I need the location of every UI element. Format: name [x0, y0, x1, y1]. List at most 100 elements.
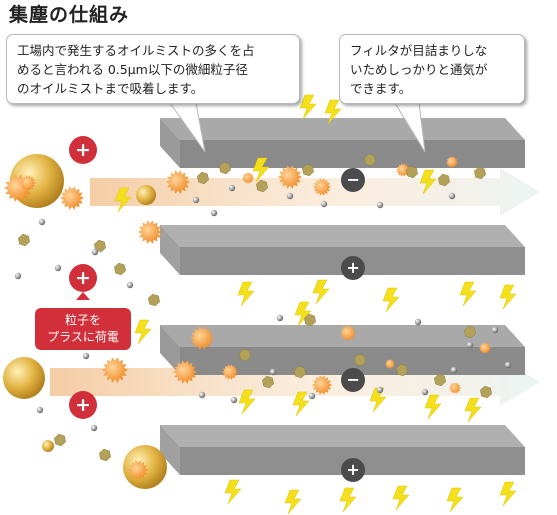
oil-mist-particle-icon	[414, 318, 422, 326]
callout-line: いためしっかりと通気が	[350, 62, 488, 77]
callout-line: できます。	[350, 81, 412, 96]
oil-mist-particle-icon	[304, 313, 316, 327]
plus-charge-icon: +	[69, 391, 97, 419]
oil-mist-particle-icon	[504, 361, 512, 369]
oil-mist-particle-icon	[91, 248, 99, 256]
airflow-arrow-icon	[90, 168, 540, 216]
oil-mist-particle-icon	[166, 170, 190, 194]
lightning-icon	[459, 281, 477, 307]
lightning-icon	[419, 169, 437, 195]
oil-mist-particle-icon	[210, 209, 218, 217]
oil-mist-particle-icon	[354, 353, 366, 367]
callout-fine-particles: 工場内で発生するオイルミストの多くを占 めると言われる 0.5μm以下の微細粒子…	[6, 34, 300, 104]
oil-mist-particle-icon	[479, 342, 491, 354]
oil-mist-particle-icon	[385, 359, 395, 369]
oil-mist-particle-icon	[60, 186, 84, 210]
oil-mist-particle-icon	[99, 448, 111, 462]
oil-mist-particle-icon	[396, 363, 408, 377]
svg-text:+: +	[75, 139, 91, 161]
oil-mist-particle-icon	[192, 196, 200, 204]
lightning-icon	[369, 387, 387, 413]
collector-plate	[160, 118, 525, 168]
callout-line: めると言われる 0.5μm以下の微細粒子径	[17, 62, 248, 77]
svg-text:+: +	[75, 394, 91, 416]
oil-mist-particle-icon	[42, 440, 54, 452]
oil-mist-particle-icon	[276, 314, 284, 322]
lightning-icon	[299, 94, 317, 120]
oil-mist-particle-icon	[126, 281, 134, 289]
svg-text:−: −	[346, 170, 360, 189]
lightning-icon	[324, 99, 342, 125]
svg-text:−: −	[346, 370, 360, 389]
oil-mist-particle-icon	[190, 326, 214, 350]
svg-text:+: +	[346, 258, 360, 277]
charge-label-line: プラスに荷電	[47, 330, 119, 344]
oil-mist-particle-icon	[364, 153, 376, 167]
lightning-icon	[134, 319, 152, 345]
oil-mist-particle-icon	[448, 192, 456, 200]
oil-mist-particle-icon	[219, 161, 231, 175]
oil-mist-particle-icon	[376, 201, 384, 209]
oil-mist-particle-icon	[340, 325, 356, 341]
oil-mist-particle-icon	[54, 433, 66, 447]
oil-mist-particle-icon	[464, 325, 476, 339]
lightning-icon	[252, 157, 270, 183]
callout-line: 工場内で発生するオイルミストの多くを占	[17, 43, 255, 58]
oil-mist-particle-icon	[18, 233, 30, 247]
oil-mist-particle-icon	[54, 264, 62, 272]
oil-mist-particle-icon	[262, 375, 274, 389]
lightning-icon	[392, 485, 410, 511]
oil-mist-particle-icon	[222, 364, 238, 380]
lightning-icon	[424, 394, 442, 420]
oil-mist-particle-icon	[312, 375, 332, 395]
oil-mist-particle-icon	[20, 175, 36, 191]
lightning-icon	[464, 397, 482, 423]
oil-mist-particle-icon	[466, 341, 474, 349]
oil-mist-particle-icon	[239, 348, 251, 362]
lightning-icon	[499, 284, 517, 310]
lightning-icon	[339, 487, 357, 513]
oil-mist-particle-icon	[396, 163, 410, 177]
oil-mist-particle-icon	[14, 272, 22, 280]
lightning-icon	[499, 481, 517, 507]
oil-mist-particle-icon	[148, 293, 160, 307]
oil-mist-particle-icon	[94, 239, 106, 253]
oil-mist-particle-icon	[173, 360, 197, 384]
charge-label-line: 粒子を	[64, 313, 101, 327]
oil-mist-particle-icon	[434, 373, 446, 387]
oil-mist-particle-icon	[450, 366, 458, 374]
oil-mist-particle-icon	[136, 185, 156, 205]
plus-charge-icon: +	[341, 256, 365, 280]
oil-mist-particle-icon	[228, 184, 236, 192]
lightning-icon	[292, 391, 310, 417]
charge-label: 粒子を プラスに荷電	[35, 308, 131, 350]
oil-mist-particle-icon	[242, 172, 254, 184]
oil-mist-particle-icon	[38, 218, 46, 226]
lightning-icon	[224, 479, 242, 505]
charge-tag-pointer	[76, 292, 90, 300]
oil-mist-particle-icon	[138, 220, 162, 244]
lightning-icon	[237, 281, 255, 307]
oil-mist-particle-icon	[446, 156, 458, 168]
oil-mist-particle-icon	[308, 392, 316, 400]
svg-text:+: +	[75, 267, 91, 289]
oil-mist-particle-icon	[197, 171, 209, 185]
plus-charge-icon: +	[69, 264, 97, 292]
callout-no-clogging: フィルタが目詰まりしな いためしっかりと通気が できます。	[339, 34, 525, 104]
oil-mist-particle-icon	[320, 200, 328, 208]
oil-mist-particle-icon	[302, 163, 314, 177]
oil-mist-particle-icon	[230, 396, 238, 404]
oil-mist-particle-icon	[36, 406, 44, 414]
oil-mist-particle-icon	[256, 179, 268, 193]
oil-mist-particle-icon	[3, 357, 45, 399]
oil-mist-particle-icon	[294, 365, 306, 379]
oil-mist-particle-icon	[480, 385, 492, 399]
page-title: 集塵の仕組み	[9, 4, 130, 26]
svg-text:+: +	[346, 460, 360, 479]
lightning-icon	[284, 489, 302, 515]
oil-mist-particle-icon	[491, 326, 499, 334]
oil-mist-particle-icon	[438, 173, 450, 187]
oil-mist-particle-icon	[474, 166, 486, 180]
